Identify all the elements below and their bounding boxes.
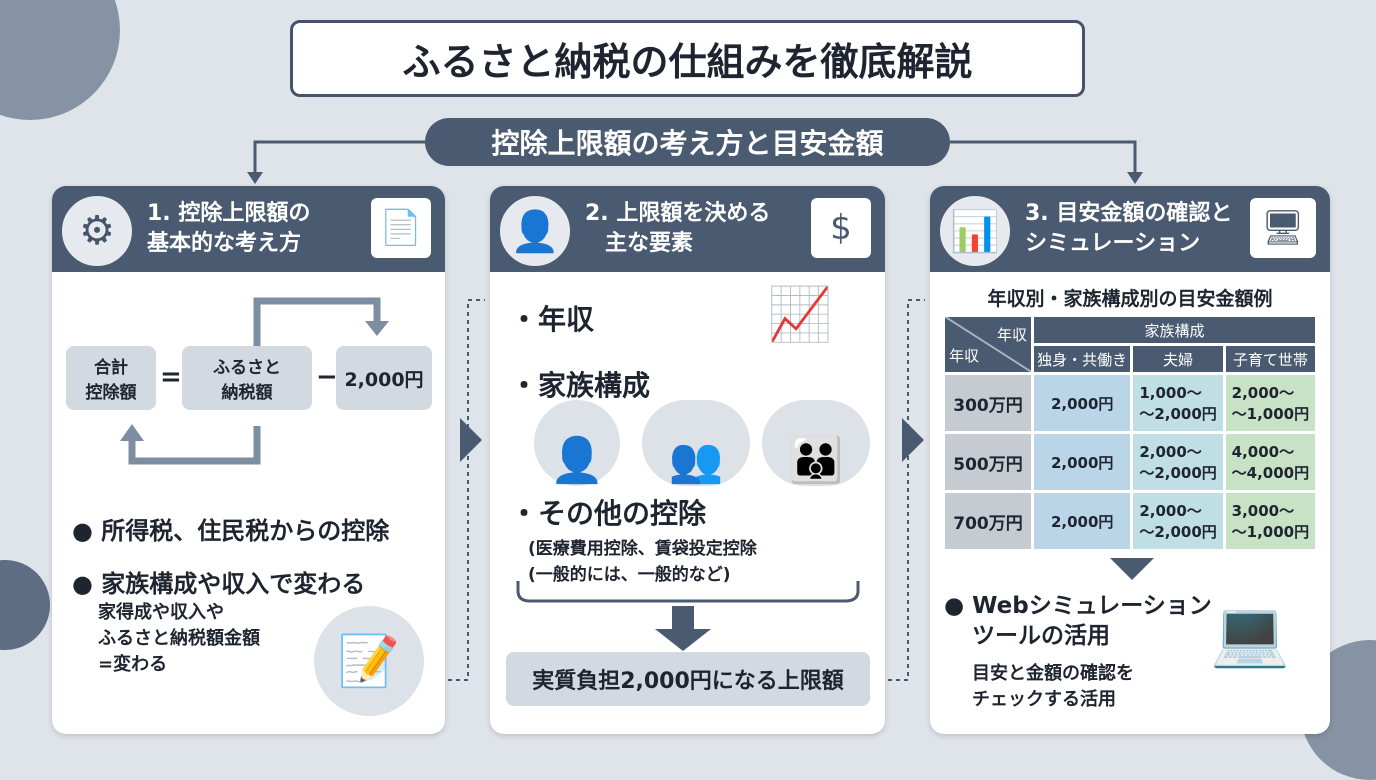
row-label: 500万円 xyxy=(945,434,1031,490)
panel-basic-concept: 1. 控除上限額の基本的な考え方 ⚙ 📄 合計控除額 = ふるさと納税額 − 2… xyxy=(52,186,445,734)
heading-line: 3. 目安金額の確認と xyxy=(1025,201,1233,226)
bullet-family: ・家族構成 xyxy=(510,369,651,402)
table-cell: 2,000〜 〜2,000円 xyxy=(1133,434,1223,490)
formula-furusato: ふるさと納税額 xyxy=(182,346,312,410)
cycle-arrows xyxy=(120,297,389,465)
table-cell: 2,000〜 〜1,000円 xyxy=(1225,375,1315,431)
couple-icon: 👥 xyxy=(642,400,750,486)
table-cell: 2,000円 xyxy=(1034,493,1131,549)
bar-chart-icon: 📊 xyxy=(936,192,1014,270)
result-box: 実質負担2,000円になる上限額 xyxy=(506,652,870,706)
note: 家得成や収入やふるさと納税額金額 =変わる xyxy=(98,600,260,678)
row-label: 300万円 xyxy=(945,375,1031,431)
web-note: 目安と金額の確認をチェックする活用 xyxy=(972,661,1134,713)
single-person-icon: 👤 xyxy=(534,400,620,486)
note-line: (医療費用控除、賃袋投定控除 xyxy=(528,539,757,559)
bullet-income: ・年収 xyxy=(510,303,595,336)
table-cell: 2,000〜 〜2,000円 xyxy=(1133,493,1223,549)
family-icon: 👪 xyxy=(762,400,870,486)
column-header: 独身・共働き xyxy=(1034,346,1131,372)
column-header: 夫婦 xyxy=(1133,346,1223,372)
corner-bottom: 年収 xyxy=(949,346,980,365)
growth-chart-icon: 📈 xyxy=(767,285,833,345)
note-line: チェックする活用 xyxy=(972,689,1116,710)
table-cell: 2,000円 xyxy=(1034,375,1131,431)
note-line: 目安と金額の確認を xyxy=(972,663,1134,684)
web-tool-heading: ● Webシミュレーションツールの活用 xyxy=(944,591,1212,651)
heading-line: 基本的な考え方 xyxy=(147,231,302,256)
note: (医療費用控除、賃袋投定控除 (一般的には、一般的など) xyxy=(528,536,757,588)
bullet-other: ・その他の控除 xyxy=(510,497,707,530)
bullet-family: ● 家族構成や収入で変わる xyxy=(72,570,366,598)
formula-text: 控除額 xyxy=(85,383,137,403)
person-icon: 👤 xyxy=(496,192,574,270)
note-line: 家得成や収入や xyxy=(98,602,224,623)
page-title: ふるさと納税の仕組みを徹底解説 xyxy=(290,20,1085,97)
arrow-right-icon xyxy=(902,418,924,462)
note-line: (一般的には、一般的など) xyxy=(528,565,731,585)
coins-icon: $ xyxy=(811,198,871,258)
heading-line: 主な要素 xyxy=(605,231,694,256)
document-check-icon: 📄 xyxy=(371,198,431,258)
heading-line: 1. 控除上限額の xyxy=(147,201,311,226)
heading-line: ツールの活用 xyxy=(972,623,1110,649)
table-cell: 4,000〜 〜4,000円 xyxy=(1225,434,1315,490)
gear-icon: ⚙ xyxy=(58,192,136,270)
formula-text: 納税額 xyxy=(221,383,273,403)
monitor-chart-icon: 🖥 xyxy=(1250,198,1316,258)
heading-line: 2. 上限額を決める xyxy=(585,201,771,226)
table-cell: 3,000〜 〜1,000円 xyxy=(1225,493,1315,549)
row-label: 700万円 xyxy=(945,493,1031,549)
table-title: 年収別・家族構成別の目安金額例 xyxy=(987,288,1273,310)
column-header: 子育て世帯 xyxy=(1225,346,1315,372)
corner-header: 年収年収 xyxy=(945,317,1031,372)
equals-sign: = xyxy=(160,362,182,392)
heading-line: シミュレーション xyxy=(1025,231,1201,256)
minus-sign: − xyxy=(316,362,338,392)
arrow-right-icon xyxy=(460,418,482,462)
panel-factors: 2. 上限額を決める主な要素 👤 $ ・年収 📈 ・家族構成 👤 👥 👪 ・その… xyxy=(490,186,885,734)
note-line: ふるさと納税額金額 xyxy=(98,628,260,649)
document-pencil-icon: 📝 xyxy=(314,606,424,716)
note-line: =変わる xyxy=(98,654,168,675)
subtitle-pill: 控除上限額の考え方と目安金額 xyxy=(425,118,950,166)
arrow-down-icon xyxy=(1110,558,1154,580)
table-cell: 1,000〜 〜2,000円 xyxy=(1133,375,1223,431)
person-at-computer-icon: 💻 xyxy=(1210,597,1290,671)
group-header: 家族構成 xyxy=(1034,317,1315,343)
formula-text: 合計 xyxy=(94,358,128,378)
formula-text: ふるさと xyxy=(213,358,281,378)
heading-line: ● Webシミュレーション xyxy=(944,593,1212,619)
table-cell: 2,000円 xyxy=(1034,434,1131,490)
bullet-text: 家族構成や収入で変わる xyxy=(101,570,366,598)
corner-top: 年収 xyxy=(996,325,1027,344)
brace-arrow xyxy=(516,581,860,651)
formula-2000: 2,000円 xyxy=(336,346,432,410)
bullet-tax: ● 所得税、住民税からの控除 xyxy=(72,517,390,545)
bullet-text: 所得税、住民税からの控除 xyxy=(101,517,390,545)
formula-deduction: 合計控除額 xyxy=(66,346,156,410)
panel-estimate: 3. 目安金額の確認とシミュレーション 📊 🖥 年収別・家族構成別の目安金額例 … xyxy=(930,186,1330,734)
